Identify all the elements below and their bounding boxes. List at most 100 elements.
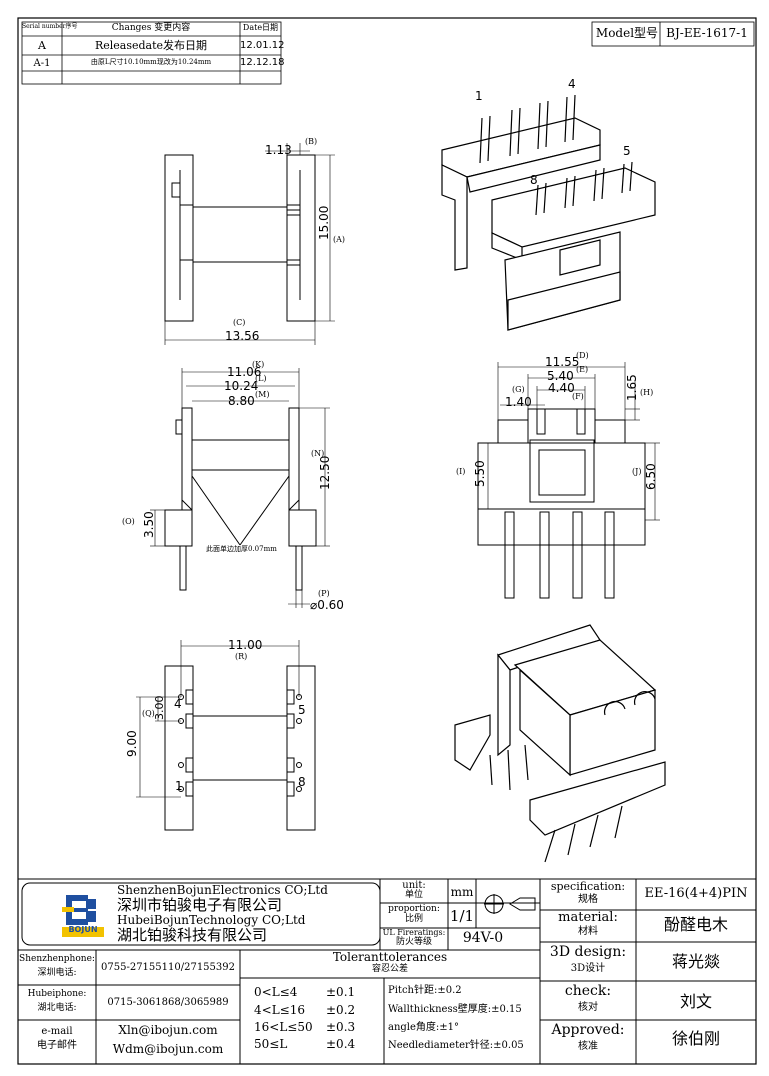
label-c: (C) — [233, 318, 246, 327]
iso-pin-label: 1 — [475, 89, 483, 103]
rev-header-changes: Changes 变更内容 — [111, 23, 191, 33]
pin-label: 4 — [174, 697, 182, 711]
dim-l: 10.24 — [224, 379, 259, 393]
ul-value: 94V-0 — [462, 930, 504, 946]
front-note: 此面单边加厚0.07mm — [206, 545, 277, 553]
proportion-value: 1/1 — [449, 907, 475, 925]
bottom-view — [136, 640, 316, 831]
design-label: 3D design: — [549, 944, 627, 960]
approved-label: Approved: — [551, 1022, 625, 1038]
spec-label-cn: 规格 — [578, 894, 598, 905]
contact-value: 0715-3061868/3065989 — [107, 997, 229, 1008]
model-label: Model型号 — [595, 26, 659, 40]
tol-range: 4<L≤16 — [254, 1003, 305, 1017]
bojun-logo: BOJUN — [62, 893, 104, 937]
dim-k: 11.06 — [227, 365, 262, 379]
tol-range: 16<L≤50 — [254, 1020, 313, 1034]
company-cn-1: 深圳市铂骏电子有限公司 — [117, 896, 283, 914]
tol-note: Wallthickness壁厚度:±0.15 — [388, 1004, 522, 1015]
design-label-cn: 3D设计 — [570, 963, 606, 974]
iso-view-bottom — [454, 624, 666, 863]
dim-e: 5.40 — [547, 369, 574, 383]
contact-label-cn: 电子邮件 — [37, 1040, 77, 1051]
check-label: check: — [564, 983, 612, 999]
contact-label: e-mail — [41, 1026, 73, 1037]
contact-label: Hubeiphone: — [27, 989, 87, 999]
approved-value: 徐伯刚 — [671, 1029, 720, 1048]
rev-row-change: Releasedate发布日期 — [94, 39, 208, 52]
front-view — [150, 368, 330, 608]
side-view — [164, 143, 335, 345]
label-i: (I) — [456, 467, 466, 476]
iso-pin-label: 5 — [623, 144, 631, 158]
contact-label-cn: 深圳电话: — [37, 968, 77, 978]
tol-note: Needlediameter针径:±0.05 — [388, 1040, 524, 1051]
proportion-label: proportion: — [388, 904, 440, 914]
dim-n: 12.50 — [318, 455, 332, 490]
material-label-cn: 材料 — [578, 926, 598, 937]
rev-row-serial: A-1 — [33, 58, 51, 69]
tol-value: ±0.2 — [326, 1003, 356, 1017]
contact-label: Shenzhenphone: — [19, 954, 95, 964]
label-h: (H) — [640, 388, 654, 397]
label-e: (E) — [576, 365, 589, 374]
email-link[interactable]: Wdm@ibojun.com — [112, 1042, 224, 1056]
email-link[interactable]: Xln@ibojun.com — [118, 1023, 218, 1037]
label-f: (F) — [572, 392, 584, 401]
contact-value: 0755-27155110/27155392 — [101, 962, 235, 973]
rev-row-date: 12.12.18 — [240, 57, 285, 68]
label-n: (N) — [311, 449, 325, 458]
ul-label-cn: 防火等级 — [395, 937, 432, 947]
tol-title-cn: 容忍公差 — [371, 964, 408, 974]
company-cn-2: 湖北铂骏科技有限公司 — [117, 926, 268, 944]
label-j: (J) — [632, 467, 642, 476]
spec-label: specification: — [550, 880, 626, 893]
iso-view-top — [441, 94, 656, 331]
tol-value: ±0.4 — [326, 1037, 356, 1051]
logo-text: BOJUN — [68, 925, 98, 934]
label-d: (D) — [576, 351, 589, 360]
tol-range: 0<L≤4 — [254, 985, 298, 999]
pin-label: 8 — [298, 775, 306, 789]
dim-f: 4.40 — [548, 381, 575, 395]
tol-note: angle角度:±1° — [388, 1022, 460, 1033]
dim-9: 9.00 — [125, 730, 139, 757]
sheet-border — [17, 17, 757, 1065]
dim-c: 13.56 — [225, 329, 260, 343]
tol-range: 50≤L — [254, 1037, 288, 1051]
contact-label-cn: 湖北电话: — [37, 1003, 77, 1013]
dim-b: 1.13 — [265, 143, 292, 157]
dim-p: ⌀0.60 — [310, 598, 344, 612]
spec-value: EE-16(4+4)PIN — [644, 886, 748, 901]
dim-d: 11.55 — [545, 355, 580, 369]
rev-row-date: 12.01.12 — [240, 40, 285, 51]
material-value: 酚醛电木 — [663, 915, 728, 934]
dim-r: 11.00 — [228, 638, 263, 652]
check-value: 刘文 — [679, 992, 712, 1011]
dim-h: 1.65 — [625, 374, 639, 401]
label-q: (Q) — [142, 709, 155, 718]
dim-g: 1.40 — [505, 395, 532, 409]
model-box — [591, 21, 755, 47]
label-b: (B) — [305, 137, 318, 146]
unit-label: unit: — [402, 880, 426, 891]
label-p: (P) — [318, 589, 330, 598]
label-o: (O) — [122, 517, 135, 526]
dim-a: 15.00 — [317, 205, 331, 240]
label-r: (R) — [235, 652, 248, 661]
pin-label: 1 — [175, 779, 183, 793]
design-value: 蒋光燚 — [671, 952, 720, 971]
dim-m: 8.80 — [228, 394, 255, 408]
rev-row-serial: A — [38, 39, 46, 52]
bojun-logo-mark — [62, 895, 104, 937]
label-a: (A) — [333, 235, 346, 244]
dim-i: 5.50 — [473, 460, 487, 487]
tol-note: Pitch针距:±0.2 — [388, 985, 462, 996]
label-k: (K) — [252, 360, 265, 369]
label-l: (L) — [255, 374, 267, 383]
model-value: BJ-EE-1617-1 — [666, 26, 748, 40]
end-view — [477, 362, 660, 599]
pin-label: 5 — [298, 703, 306, 717]
dim-j: 6.50 — [644, 463, 658, 490]
approved-label-cn: 核准 — [578, 1041, 598, 1052]
